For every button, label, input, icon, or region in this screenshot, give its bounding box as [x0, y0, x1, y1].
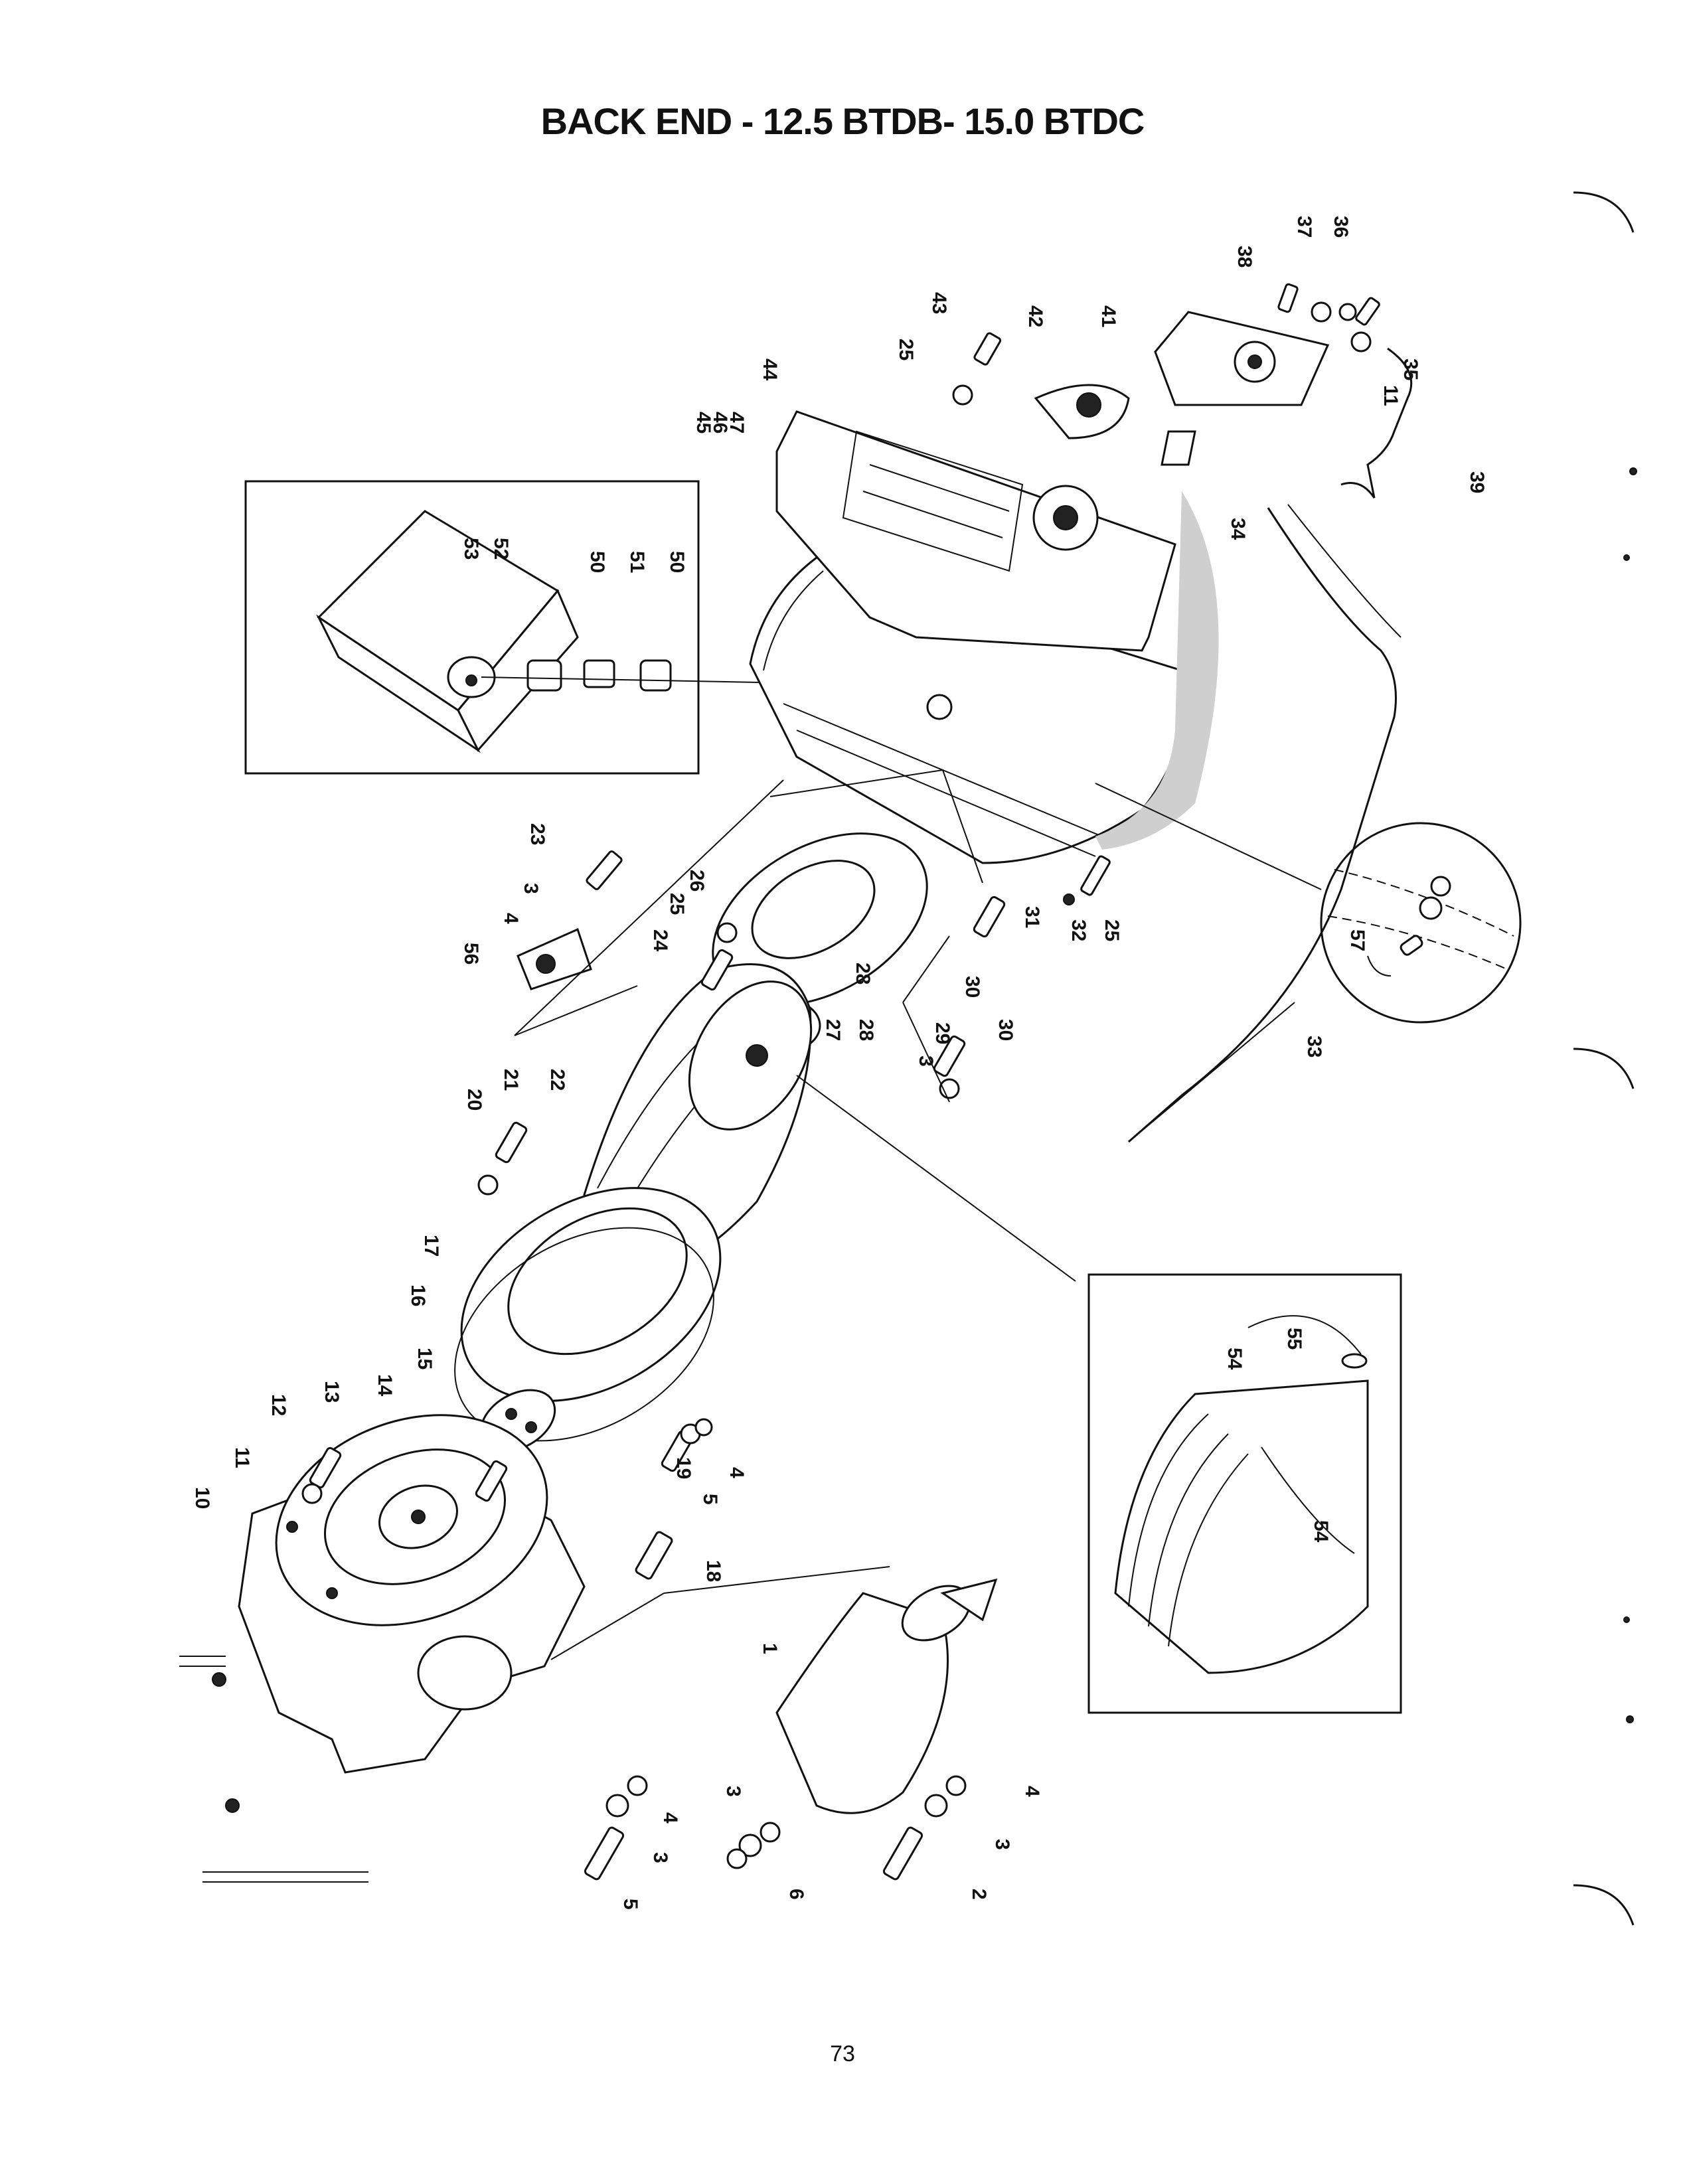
callout-1: 1 — [759, 1643, 781, 1654]
starter-motor — [550, 1566, 998, 1814]
callout-28b: 28 — [852, 963, 874, 984]
callout-14: 14 — [374, 1374, 396, 1397]
callout-4a: 4 — [500, 913, 522, 924]
callout-24: 24 — [649, 929, 671, 952]
callout-36: 36 — [1330, 216, 1352, 238]
callout-56: 56 — [460, 943, 482, 965]
callout-39: 39 — [1466, 471, 1488, 493]
callout-25c: 25 — [1101, 919, 1123, 941]
callout-41: 41 — [1097, 305, 1119, 327]
page-number: 73 — [830, 2041, 855, 2067]
callout-57: 57 — [1346, 929, 1368, 951]
callout-3b: 3 — [915, 1055, 937, 1067]
callout-13: 13 — [321, 1381, 343, 1403]
bracket-39-brace — [1340, 347, 1413, 499]
fan-ring — [454, 1187, 722, 1442]
callout-17: 17 — [420, 1235, 442, 1257]
wire-detail-circle — [1095, 783, 1522, 1024]
callout-5b: 5 — [619, 1899, 641, 1910]
callout-50a: 50 — [586, 551, 608, 573]
callout-15: 15 — [414, 1348, 436, 1369]
callout-31: 31 — [1021, 906, 1043, 928]
page-title: BACK END - 12.5 BTDB- 15.0 BTDC — [540, 100, 1145, 142]
stator-wiring-inset — [1087, 1273, 1402, 1714]
callout-29: 29 — [931, 1022, 953, 1044]
callout-4b: 4 — [726, 1467, 748, 1478]
callout-34: 34 — [1227, 518, 1249, 540]
mounting-rail — [1128, 504, 1402, 1143]
callout-2: 2 — [968, 1889, 990, 1900]
callout-37: 37 — [1293, 216, 1315, 238]
top-hardware — [952, 283, 1380, 406]
callout-4d: 4 — [1021, 1786, 1043, 1797]
callout-26: 26 — [686, 870, 708, 892]
callout-23: 23 — [526, 823, 548, 845]
callout-11a: 11 — [231, 1447, 253, 1468]
callout-12: 12 — [268, 1394, 289, 1416]
callout-20: 20 — [463, 1089, 485, 1111]
callout-45: 45 — [692, 412, 714, 433]
callout-32: 32 — [1068, 919, 1089, 941]
callout-46: 46 — [709, 412, 731, 433]
callout-42: 42 — [1024, 305, 1046, 327]
clamp — [514, 779, 784, 1036]
callout-3a: 3 — [520, 883, 542, 894]
callout-38: 38 — [1234, 246, 1255, 268]
callout-3c: 3 — [649, 1852, 671, 1863]
callout-52: 52 — [490, 538, 512, 560]
callout-3d: 3 — [722, 1786, 744, 1797]
callout-11b: 11 — [1380, 385, 1402, 406]
callout-54a: 54 — [1224, 1348, 1245, 1370]
callout-25a: 25 — [895, 339, 917, 360]
callout-33: 33 — [1303, 1036, 1325, 1057]
callout-6: 6 — [785, 1889, 807, 1900]
callout-21: 21 — [500, 1069, 522, 1091]
callout-35: 35 — [1400, 358, 1421, 380]
callout-10: 10 — [191, 1487, 213, 1509]
flywheel-and-adapter — [179, 1414, 586, 1883]
lower-hardware — [301, 855, 1111, 1881]
callout-30b: 30 — [961, 976, 983, 998]
callout-50b: 50 — [666, 551, 688, 573]
callout-4c: 4 — [659, 1812, 681, 1824]
callout-51: 51 — [626, 551, 648, 573]
control-box-inset — [244, 480, 831, 775]
callout-18: 18 — [702, 1560, 724, 1582]
callout-55: 55 — [1283, 1328, 1305, 1350]
callout-16: 16 — [407, 1285, 429, 1306]
callout-43: 43 — [928, 292, 950, 314]
callout-30a: 30 — [995, 1019, 1016, 1041]
edge-marks — [1573, 191, 1637, 1926]
callout-3e: 3 — [991, 1839, 1013, 1850]
callout-53: 53 — [460, 538, 482, 560]
callout-28a: 28 — [855, 1019, 877, 1041]
callout-44: 44 — [759, 358, 781, 381]
callout-19: 19 — [673, 1457, 694, 1479]
callout-25b: 25 — [666, 893, 688, 915]
end-bracket — [1034, 311, 1330, 466]
callout-27: 27 — [822, 1019, 844, 1041]
callout-5a: 5 — [699, 1494, 721, 1505]
callout-22: 22 — [546, 1069, 568, 1091]
callout-labels: 1 2 3 3 3 3 3 4 4 4 4 5 5 6 10 11 11 12 … — [191, 216, 1488, 1910]
callout-47: 47 — [726, 412, 748, 433]
alternator-housing — [749, 410, 1219, 884]
callout-54b: 54 — [1310, 1520, 1332, 1543]
